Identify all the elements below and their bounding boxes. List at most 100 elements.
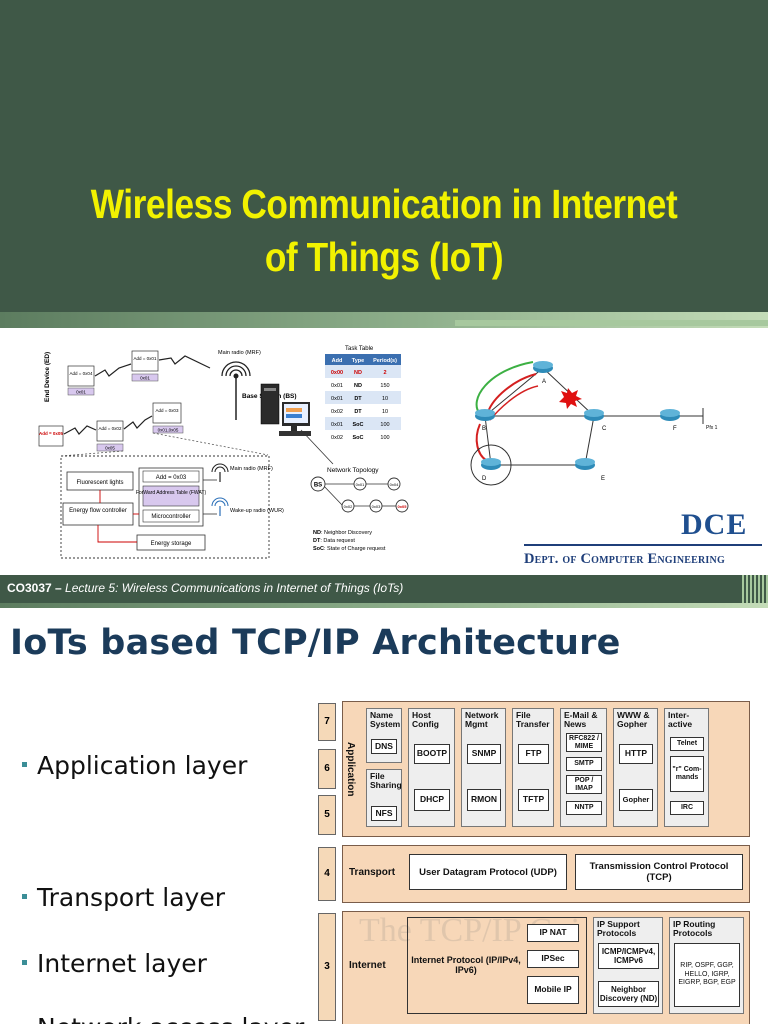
internet-layer-band: The TCP/IP Gui Internet Internet Protoco… — [342, 911, 750, 1024]
dce-logo: DCE — [681, 508, 748, 541]
network-topology: BS 0x01 0x04 0x02 0x03 0x05 — [310, 476, 409, 513]
irc-box: IRC — [670, 801, 704, 815]
router-icon-a — [533, 361, 553, 373]
internet-label: Internet — [349, 960, 386, 971]
name-system-column: Name System DNS — [366, 708, 402, 763]
title-background — [0, 0, 768, 312]
gopher-box: Gopher — [619, 789, 653, 811]
header-stripes — [742, 575, 768, 603]
title-line-2: of Things (IoT) — [264, 234, 504, 280]
svg-text:F: F — [673, 426, 677, 432]
svg-text:100: 100 — [380, 435, 389, 441]
svg-text:0x01: 0x01 — [356, 482, 365, 487]
svg-text:0x02: 0x02 — [331, 435, 343, 441]
email-news-column: E-Mail & News RFC822 / MIME SMTP POP / I… — [560, 708, 607, 827]
application-label: Application — [345, 742, 356, 797]
svg-text:Microcontroller: Microcontroller — [151, 514, 190, 520]
router-icon-f — [660, 409, 680, 421]
computer-icon — [260, 383, 311, 436]
interactive-column: Inter- active Telnet "r" Com- mands IRC — [664, 708, 709, 827]
router-network-diagram: A B C D E F Pfx 1 — [470, 361, 718, 486]
title-slide: Wireless Communication in Internet of Th… — [0, 0, 768, 567]
svg-text:Period(s): Period(s) — [373, 358, 397, 364]
svg-text:Add = 0x03: Add = 0x03 — [156, 475, 187, 481]
iot-network-diagram: End Device (ED) Add = 0x04 Add = 0x01 0x… — [38, 346, 409, 559]
content-slide: CO3037 – Lecture 5: Wireless Communicati… — [0, 575, 768, 1024]
node-0x02: Add = 0x02 0x05 — [96, 420, 124, 452]
application-layer-band: Application Name System DNS File Sharing… — [342, 701, 750, 837]
node-0x03: Add = 0x03 0x01,0x05 — [152, 402, 184, 434]
svg-text:Network Topology: Network Topology — [327, 467, 379, 474]
svg-text:100: 100 — [380, 422, 389, 428]
svg-text:SoC: SoC — [353, 422, 364, 428]
svg-text:ND: ND — [354, 370, 362, 376]
bullet-square-icon — [22, 959, 27, 965]
host-config-column: Host Config BOOTP DHCP — [408, 708, 455, 827]
title-line-1: Wireless Communication in Internet — [90, 181, 678, 227]
bootp-box: BOOTP — [414, 744, 450, 764]
telnet-box: Telnet — [670, 737, 704, 751]
course-header: CO3037 – Lecture 5: Wireless Communicati… — [7, 581, 403, 595]
nfs-box: NFS — [371, 806, 397, 821]
svg-text:Task Table: Task Table — [345, 346, 374, 352]
pop-imap-box: POP / IMAP — [566, 775, 602, 794]
svg-text:10: 10 — [382, 409, 388, 415]
svg-text:150: 150 — [380, 383, 389, 389]
icmp-box: ICMP/ICMPv4, ICMPv6 — [598, 943, 659, 969]
svg-text:0x05: 0x05 — [398, 504, 408, 509]
ip-nat-box: IP NAT — [527, 924, 579, 942]
svg-text:B: B — [482, 426, 486, 432]
routing-protocols-box: RIP, OSPF, GGP, HELLO, IGRP, EIGRP, BGP,… — [674, 943, 740, 1007]
svg-text:0x02: 0x02 — [331, 409, 343, 415]
svg-text:Type: Type — [352, 358, 364, 364]
main-radio-icon — [211, 463, 229, 482]
rfc822-box: RFC822 / MIME — [566, 733, 602, 752]
www-gopher-column: WWW & Gopher HTTP Gopher — [613, 708, 658, 827]
ip-label: Internet Protocol (IP/IPv4, IPv6) — [411, 954, 521, 976]
svg-text:Add = 0x04: Add = 0x04 — [70, 371, 93, 376]
layer-number-3: 3 — [318, 913, 336, 1021]
tcp-box: Transmission Control Protocol (TCP) — [575, 854, 743, 890]
ip-support-column: IP Support Protocols ICMP/ICMPv4, ICMPv6… — [593, 917, 663, 1014]
svg-text:0x01: 0x01 — [140, 376, 150, 381]
svg-text:0x05: 0x05 — [105, 446, 115, 451]
udp-box: User Datagram Protocol (UDP) — [409, 854, 567, 890]
neighbor-discovery-box: Neighbor Discovery (ND) — [598, 981, 659, 1007]
internet-protocol-box — [407, 917, 587, 1014]
svg-text:0x04: 0x04 — [390, 482, 399, 487]
layer-number-7: 7 — [318, 703, 336, 741]
bullet-square-icon — [22, 893, 27, 899]
network-mgmt-column: Network Mgmt SNMP RMON — [461, 708, 506, 827]
svg-text:ForWard Address Table (FWAT): ForWard Address Table (FWAT) — [136, 490, 207, 496]
svg-text:0x01,0x05: 0x01,0x05 — [158, 428, 179, 433]
svg-text:C: C — [602, 426, 607, 432]
svg-text:0x02: 0x02 — [344, 504, 353, 509]
bullet-network-access: Network access layer — [22, 1013, 304, 1024]
bullet-transport: Transport layer — [22, 883, 225, 912]
lecture-title: Lecture 5: Wireless Communications in In… — [65, 581, 404, 595]
svg-text:DT: Data request: DT: Data request — [313, 538, 355, 544]
svg-text:SoC: State of Charge request: SoC: State of Charge request — [313, 546, 386, 552]
smtp-box: SMTP — [566, 757, 602, 771]
ipsec-box: IPSec — [527, 950, 579, 968]
tcpip-stack-diagram: 7 6 5 4 3 Application Name System DNS Fi… — [318, 701, 754, 1024]
svg-text:Main radio (MRF): Main radio (MRF) — [218, 350, 261, 356]
node-internals — [60, 455, 270, 559]
content-title: IoTs based TCP/IP Architecture — [10, 623, 621, 663]
svg-text:0x01: 0x01 — [76, 390, 86, 395]
wake-up-radio-icon — [211, 497, 229, 516]
svg-text:0x01: 0x01 — [331, 396, 343, 402]
header-band — [0, 603, 768, 608]
decor-band-light — [455, 320, 768, 326]
router-icon-e — [575, 458, 595, 470]
svg-text:E: E — [601, 476, 605, 482]
svg-text:BS: BS — [314, 483, 322, 489]
svg-text:0x01: 0x01 — [331, 422, 343, 428]
file-transfer-column: File Transfer FTP TFTP — [512, 708, 554, 827]
file-sharing-column: File Sharing NFS — [366, 769, 402, 827]
layer-number-6: 6 — [318, 749, 336, 789]
task-table: Add Type Period(s) 0x00 ND 2 0x01 ND 150… — [325, 354, 401, 443]
transport-label: Transport — [349, 867, 396, 878]
bullet-square-icon — [22, 761, 27, 767]
svg-text:0x01: 0x01 — [331, 383, 343, 389]
